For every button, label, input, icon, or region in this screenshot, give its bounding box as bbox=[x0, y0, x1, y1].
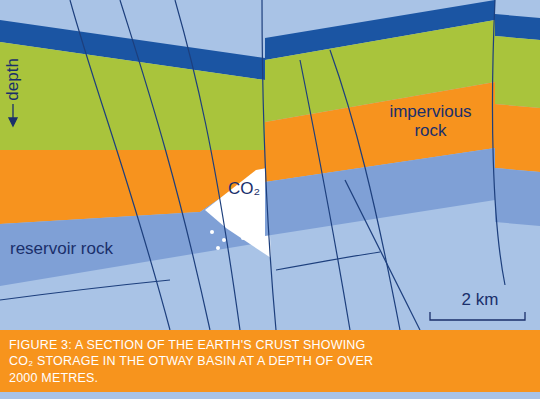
upper-layer bbox=[495, 36, 540, 108]
fault-lines bbox=[0, 0, 505, 330]
rock-label: reservoir rock bbox=[10, 240, 140, 259]
caption-text: FIGURE 3: A SECTION OF THE EARTH'S CRUST… bbox=[9, 337, 389, 386]
cap-rock-layer bbox=[495, 104, 540, 172]
depth-label: depth bbox=[4, 51, 23, 107]
reservoir-layer bbox=[495, 168, 540, 226]
reservoir-layer bbox=[265, 148, 495, 236]
co2-label: CO₂ bbox=[222, 180, 266, 199]
upper-layer bbox=[0, 42, 265, 150]
surface-layer bbox=[495, 14, 540, 40]
scale-label: 2 km bbox=[445, 291, 515, 310]
scale-bar bbox=[430, 312, 525, 320]
co2-plume bbox=[205, 168, 271, 258]
caption-panel: FIGURE 3: A SECTION OF THE EARTH'S CRUST… bbox=[0, 330, 540, 392]
depth-arrow bbox=[9, 104, 17, 126]
rock-label: impervious rock bbox=[378, 103, 483, 140]
